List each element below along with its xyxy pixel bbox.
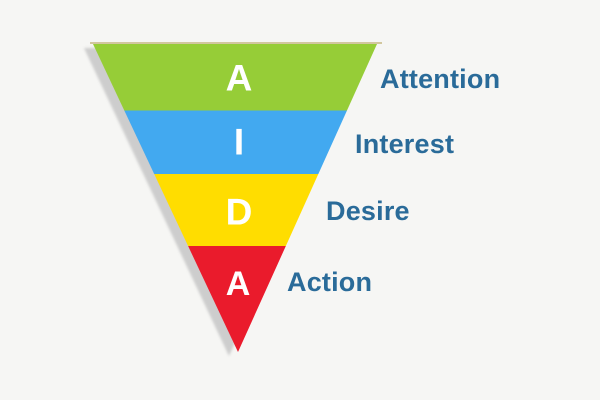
stage-letter-desire: D — [225, 191, 253, 233]
stage-letter-action: A — [225, 265, 251, 303]
stage-letter-interest: I — [233, 121, 245, 163]
stage-label-desire: Desire — [326, 195, 410, 226]
stage-label-attention: Attention — [380, 63, 501, 94]
stage-label-action: Action — [287, 266, 373, 297]
stage-label-interest: Interest — [355, 128, 455, 159]
stage-letter-attention: A — [225, 57, 253, 99]
funnel-band-attention — [93, 44, 377, 111]
